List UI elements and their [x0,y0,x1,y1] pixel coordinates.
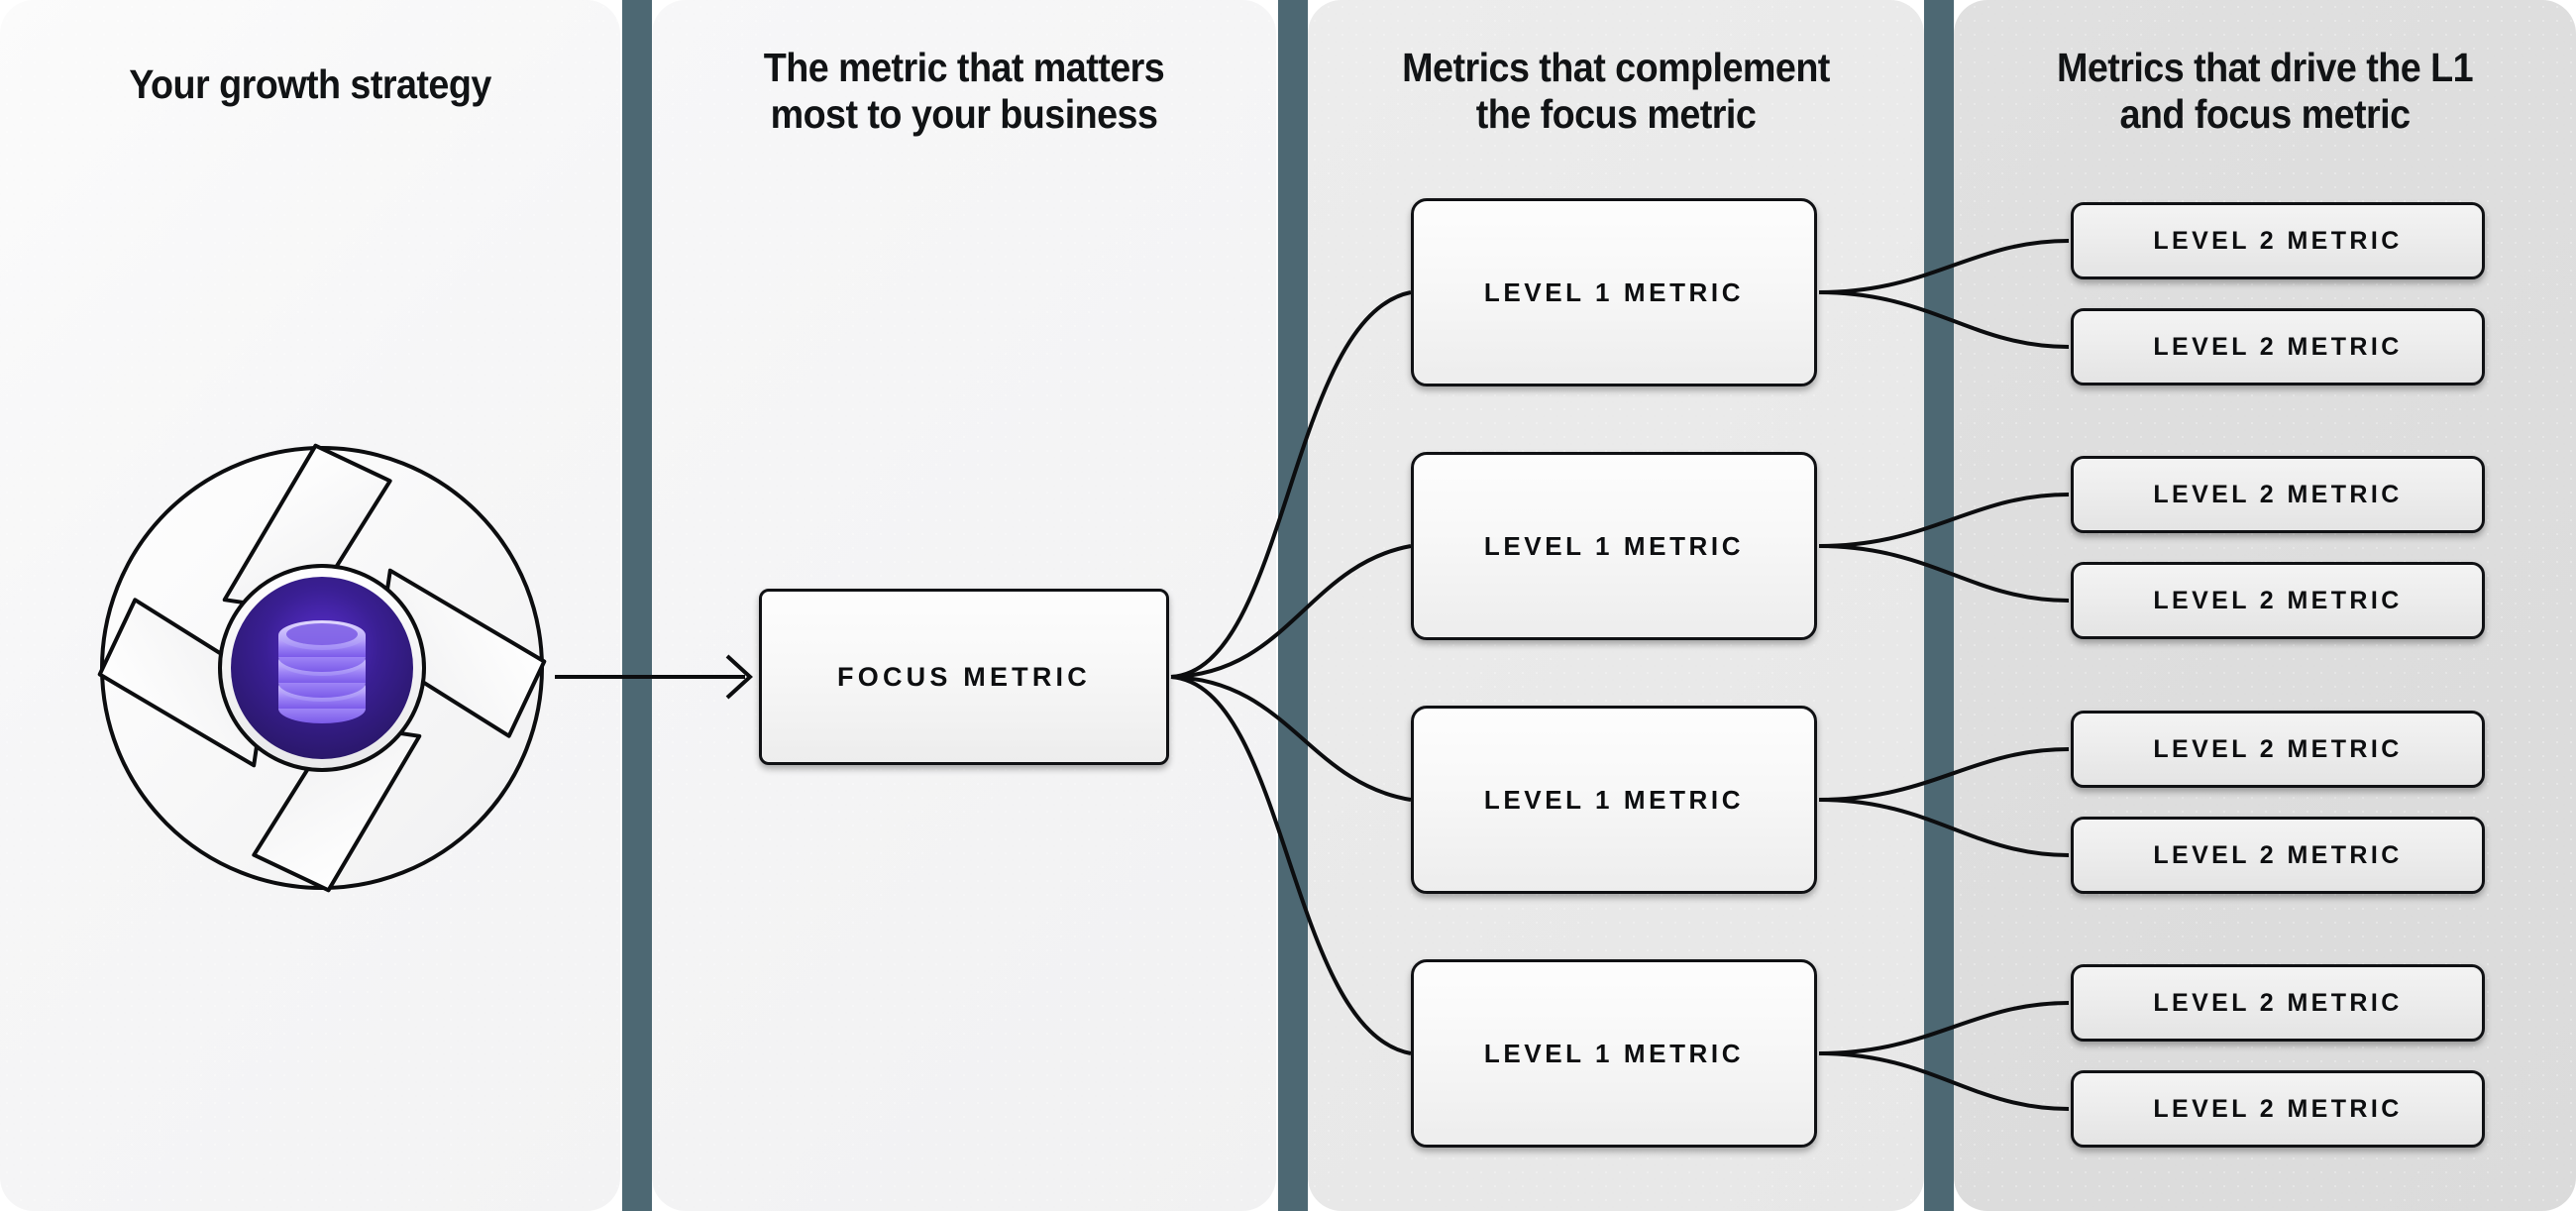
column-heading-strategy: Your growth strategy [25,61,595,108]
column-heading-drivers-line2: and focus metric [2119,90,2411,137]
focus-metric-label: FOCUS METRIC [837,661,1091,692]
level2-metric-box[interactable]: LEVEL 2 METRIC [2071,308,2485,385]
database-icon [278,620,366,723]
level1-metric-box[interactable]: LEVEL 1 METRIC [1411,959,1817,1148]
column-heading-complement-line2: the focus metric [1475,90,1757,137]
level2-metric-label: LEVEL 2 METRIC [2153,840,2403,869]
column-heading-complement: Metrics that complement the focus metric [1333,45,1899,137]
logo-aperture-blades [97,443,547,893]
level1-metric-box[interactable]: LEVEL 1 METRIC [1411,452,1817,640]
column-separator-1 [622,0,652,1211]
level2-metric-label: LEVEL 2 METRIC [2153,1094,2403,1123]
level2-metric-label: LEVEL 2 METRIC [2153,226,2403,255]
column-separator-3 [1924,0,1954,1211]
column-heading-focus-line1: The metric that matters [763,45,1165,90]
level2-metric-box[interactable]: LEVEL 2 METRIC [2071,202,2485,279]
focus-metric-box[interactable]: FOCUS METRIC [759,589,1169,765]
aperture-database-logo [97,443,547,893]
level2-metric-label: LEVEL 2 METRIC [2153,734,2403,763]
level1-metric-label: LEVEL 1 METRIC [1483,276,1745,307]
level1-metric-box[interactable]: LEVEL 1 METRIC [1411,198,1817,386]
level1-metric-label: LEVEL 1 METRIC [1483,784,1745,815]
level1-metric-label: LEVEL 1 METRIC [1483,530,1745,561]
column-heading-focus: The metric that matters most to your bus… [677,45,1251,137]
level2-metric-box[interactable]: LEVEL 2 METRIC [2071,562,2485,639]
column-heading-drivers-line1: Metrics that drive the L1 [2056,45,2474,90]
level2-metric-label: LEVEL 2 METRIC [2153,586,2403,614]
level2-metric-box[interactable]: LEVEL 2 METRIC [2071,817,2485,894]
level2-metric-box[interactable]: LEVEL 2 METRIC [2071,711,2485,788]
level2-metric-box[interactable]: LEVEL 2 METRIC [2071,964,2485,1042]
level1-metric-label: LEVEL 1 METRIC [1483,1038,1745,1068]
level2-metric-label: LEVEL 2 METRIC [2153,332,2403,361]
level2-metric-box[interactable]: LEVEL 2 METRIC [2071,1070,2485,1148]
column-heading-complement-line1: Metrics that complement [1402,45,1830,90]
level1-metric-box[interactable]: LEVEL 1 METRIC [1411,706,1817,894]
column-heading-focus-line2: most to your business [770,90,1158,137]
level2-metric-box[interactable]: LEVEL 2 METRIC [2071,456,2485,533]
column-heading-drivers: Metrics that drive the L1 and focus metr… [1979,45,2551,137]
level2-metric-label: LEVEL 2 METRIC [2153,480,2403,508]
column-separator-2 [1278,0,1308,1211]
level2-metric-label: LEVEL 2 METRIC [2153,988,2403,1017]
column-heading-strategy-line1: Your growth strategy [129,61,491,107]
